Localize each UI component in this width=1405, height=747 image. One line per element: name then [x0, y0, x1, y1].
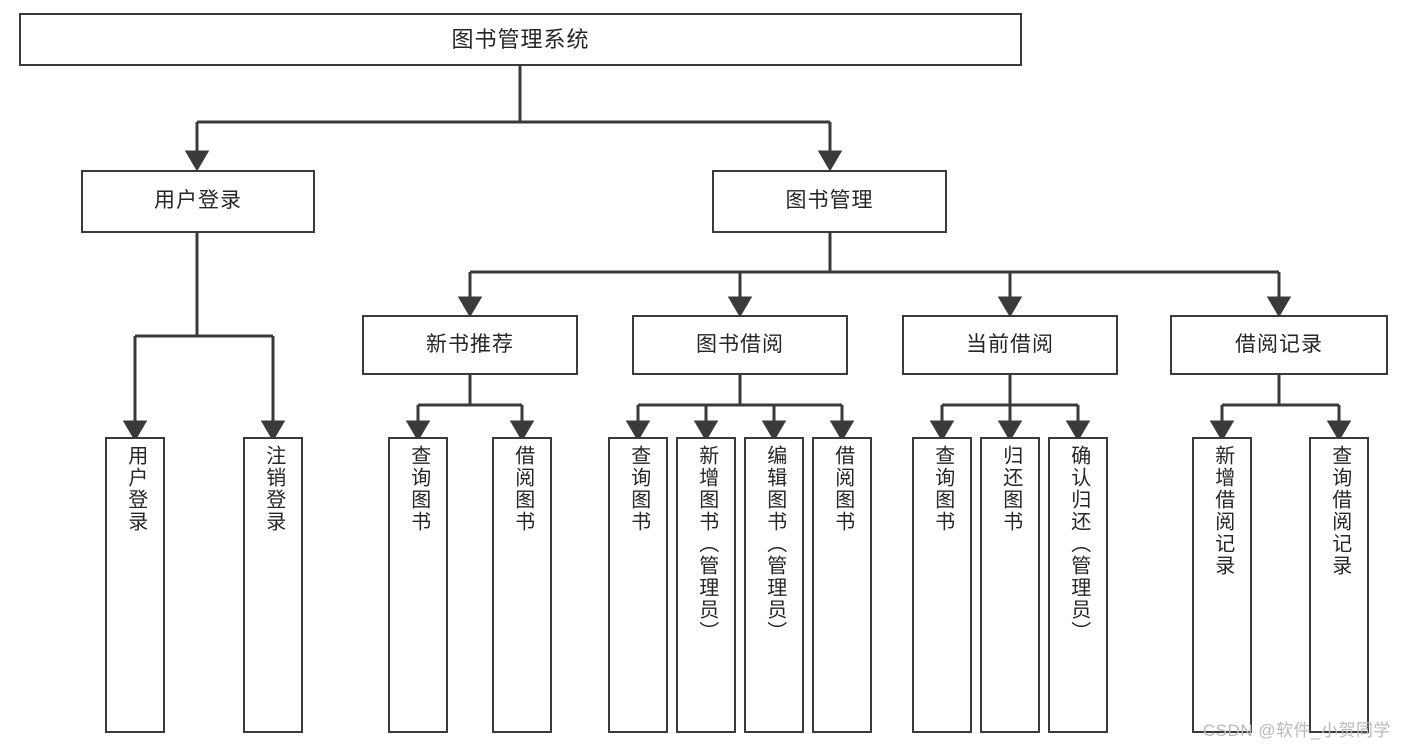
node-label: 用户登录	[124, 445, 147, 533]
leaf-book-borrow-query-book[interactable]: 查询图书	[608, 437, 668, 733]
leaf-user-login-logout[interactable]: 注销登录	[243, 437, 303, 733]
leaf-user-login-login[interactable]: 用户登录	[105, 437, 165, 733]
leaf-current-borrow-confirm-return-admin[interactable]: 确认归还（管理员）	[1048, 437, 1108, 733]
node-label: 查询图书	[407, 445, 430, 533]
leaf-current-borrow-query-book[interactable]: 查询图书	[912, 437, 972, 733]
node-label: 图书管理	[785, 189, 874, 213]
leaf-book-borrow-borrow-book[interactable]: 借阅图书	[812, 437, 872, 733]
node-label: 新增图书（管理员）	[695, 445, 718, 643]
leaf-borrow-records-add-record[interactable]: 新增借阅记录	[1192, 437, 1252, 733]
leaf-book-borrow-add-book-admin[interactable]: 新增图书（管理员）	[676, 437, 736, 733]
node-label: 查询图书	[931, 445, 954, 533]
leaf-current-borrow-return-book[interactable]: 归还图书	[980, 437, 1040, 733]
node-library-management-system[interactable]: 图书管理系统	[19, 13, 1022, 66]
node-current-borrow[interactable]: 当前借阅	[902, 315, 1118, 375]
node-label: 图书管理系统	[451, 26, 590, 52]
node-label: 借阅记录	[1235, 332, 1323, 356]
leaf-new-books-borrow-book[interactable]: 借阅图书	[492, 437, 552, 733]
node-label: 借阅图书	[511, 445, 534, 533]
node-book-management[interactable]: 图书管理	[712, 170, 947, 233]
leaf-new-books-query-book[interactable]: 查询图书	[388, 437, 448, 733]
node-label: 查询图书	[627, 445, 650, 533]
node-label: 注销登录	[262, 445, 285, 533]
node-label: 归还图书	[999, 445, 1022, 533]
node-label: 编辑图书（管理员）	[763, 445, 786, 643]
node-label: 新书推荐	[426, 332, 514, 356]
node-label: 图书借阅	[696, 332, 784, 356]
node-label: 借阅图书	[831, 445, 854, 533]
node-label: 新增借阅记录	[1211, 445, 1234, 577]
node-label: 用户登录	[154, 189, 242, 213]
node-borrow-records[interactable]: 借阅记录	[1170, 315, 1388, 375]
node-label: 当前借阅	[966, 332, 1054, 356]
node-book-borrow[interactable]: 图书借阅	[632, 315, 848, 375]
node-label: 确认归还（管理员）	[1067, 445, 1090, 643]
node-new-book-recommend[interactable]: 新书推荐	[362, 315, 578, 375]
node-user-login[interactable]: 用户登录	[81, 170, 315, 233]
leaf-book-borrow-edit-book-admin[interactable]: 编辑图书（管理员）	[744, 437, 804, 733]
leaf-borrow-records-query-record[interactable]: 查询借阅记录	[1309, 437, 1369, 733]
node-label: 查询借阅记录	[1328, 445, 1351, 577]
